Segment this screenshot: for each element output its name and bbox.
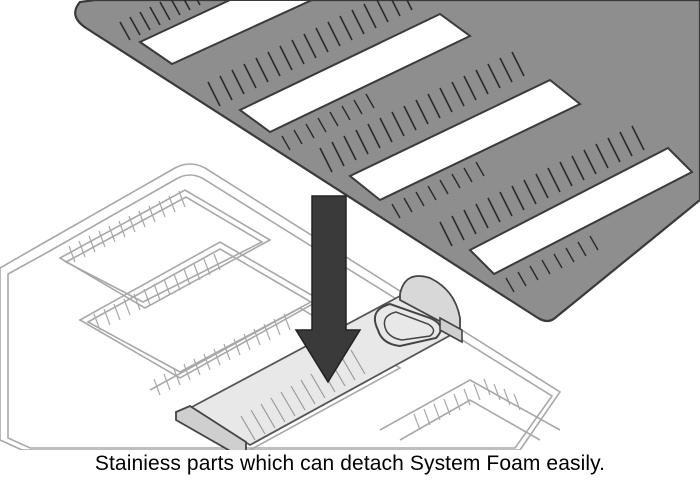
foam-slot — [58, 189, 272, 309]
tray-slot — [238, 12, 472, 134]
tray-slot — [348, 78, 582, 202]
caption: Stainiess parts which can detach System … — [94, 452, 606, 475]
foam-slot — [379, 379, 561, 441]
tray-slot — [137, 0, 313, 66]
tray-slot — [468, 146, 694, 276]
down-arrow-icon — [294, 195, 362, 384]
illustration — [0, 0, 700, 450]
stainless-tray — [74, 0, 700, 323]
